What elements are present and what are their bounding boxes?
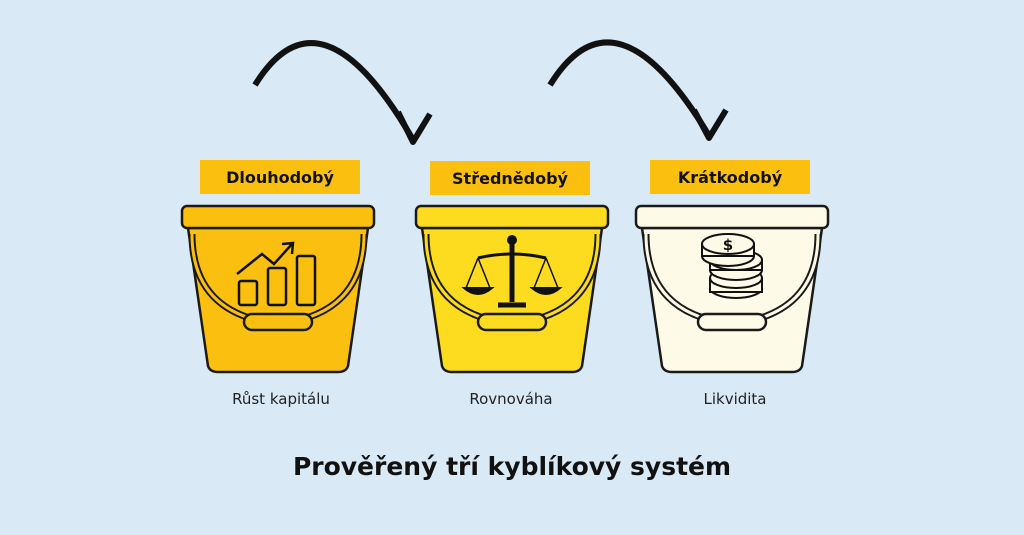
arrow-1 <box>252 40 433 145</box>
balance-scale-icon <box>461 235 563 308</box>
caption-short-term: Likvidita <box>703 390 767 408</box>
bucket-long-term <box>182 206 374 372</box>
caption-mid-term: Rovnováha <box>469 390 553 408</box>
arrow-2 <box>547 39 729 141</box>
page-title: Prověřený tří kyblíkový systém <box>292 452 732 481</box>
bucket-label-short-term: Krátkodobý <box>650 160 810 194</box>
bucket-short-term: $ <box>636 206 828 372</box>
bucket-label-mid-term: Střednědobý <box>430 161 590 195</box>
bucket-label-long-term: Dlouhodobý <box>200 160 360 194</box>
caption-long-term: Růst kapitálu <box>232 390 330 408</box>
coin-stack-icon: $ <box>701 233 763 299</box>
growth-chart-icon <box>236 241 317 307</box>
bucket-mid-term <box>416 206 608 372</box>
svg-text:$: $ <box>723 236 733 254</box>
